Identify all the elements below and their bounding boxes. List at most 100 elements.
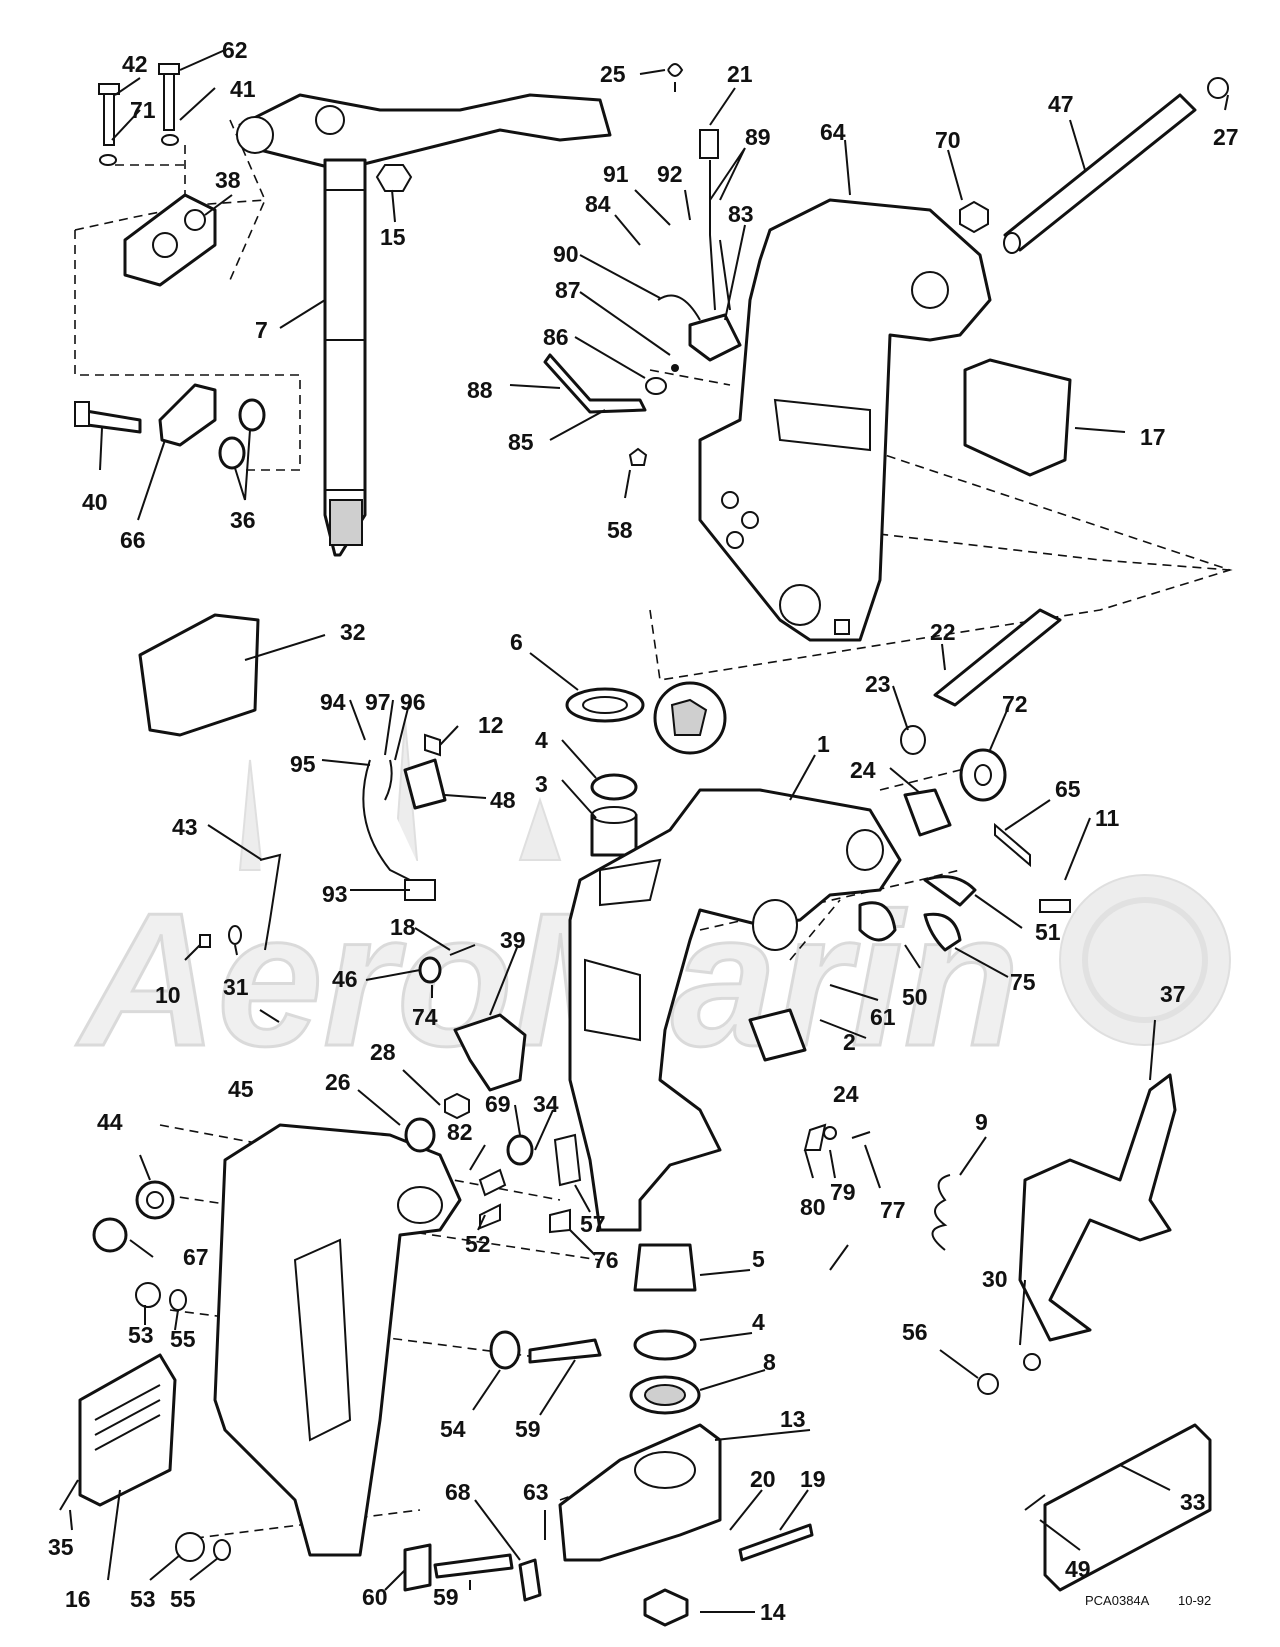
callout-label: 31 (223, 974, 249, 1000)
callout-label: 37 (1160, 981, 1186, 1007)
callout-label: 89 (745, 124, 771, 150)
callout-label: 94 (320, 689, 346, 715)
callout-label: 18 (390, 914, 416, 940)
callout-label: 49 (1065, 1556, 1091, 1582)
callout-label: 57 (580, 1211, 606, 1237)
callout-label: 32 (340, 619, 366, 645)
callout-label: 95 (290, 751, 316, 777)
callout-label: 82 (447, 1119, 473, 1145)
callout-label: 50 (902, 984, 928, 1010)
callout-label: 25 (600, 61, 626, 87)
callout-label: 64 (820, 119, 846, 145)
callout-label: 1 (817, 731, 830, 757)
callout-label: 13 (780, 1406, 806, 1432)
nuts-washers (59, 1180, 1046, 1562)
callout-label: 59 (515, 1416, 541, 1442)
date-code: 10-92 (1178, 1593, 1211, 1608)
callout-label: 77 (880, 1197, 906, 1223)
callout-label: 88 (467, 377, 493, 403)
callout-label: 54 (440, 1416, 466, 1442)
callout-label: 24 (850, 757, 876, 783)
tilt-tube-47 (959, 77, 1229, 254)
callout-label: 6 (510, 629, 523, 655)
callout-labels: 42 62 71 41 38 15 7 40 66 36 25 21 89 91… (48, 37, 1239, 1625)
callout-label: 92 (657, 161, 683, 187)
drawing-code: PCA0384A (1085, 1593, 1150, 1608)
clamp-bracket-45 (213, 1123, 462, 1557)
callout-label: 58 (607, 517, 633, 543)
callout-label: 16 (65, 1586, 91, 1612)
steering-arm-shaft-7 (236, 93, 612, 557)
callout-label: 14 (760, 1599, 786, 1625)
callout-label: 28 (370, 1039, 396, 1065)
callout-label: 71 (130, 97, 156, 123)
callout-label: 80 (800, 1194, 826, 1220)
washer-6-bushing-4-3 (565, 681, 727, 857)
pivot-housing-13 (558, 1243, 722, 1627)
callout-label: 4 (535, 727, 548, 753)
callout-label: 4 (752, 1309, 765, 1335)
callout-label: 47 (1048, 91, 1074, 117)
callout-label: 39 (500, 927, 526, 953)
callout-label: 19 (800, 1466, 826, 1492)
callout-label: 2 (843, 1029, 856, 1055)
clamp-block-38 (123, 193, 217, 287)
pin-22-clip-23-washer-72 (748, 608, 1062, 1062)
bolts-42-62 (98, 63, 180, 166)
callout-label: 68 (445, 1479, 471, 1505)
callout-label: 9 (975, 1109, 988, 1135)
callout-label: 43 (172, 814, 198, 840)
callout-label: 53 (128, 1322, 154, 1348)
callout-label: 91 (603, 161, 629, 187)
callout-label: 70 (935, 127, 961, 153)
callout-label: 41 (230, 76, 256, 102)
callout-label: 52 (465, 1231, 491, 1257)
callout-label: 36 (230, 507, 256, 533)
callout-label: 66 (120, 527, 146, 553)
callout-label: 3 (535, 771, 548, 797)
callout-label: 42 (122, 51, 148, 77)
drawing-reference: PCA0384A 10-92 (1085, 1593, 1211, 1608)
callout-label: 97 (365, 689, 391, 715)
callout-label: 60 (362, 1584, 388, 1610)
cover-16 (78, 1353, 177, 1507)
callout-label: 11 (1095, 805, 1120, 831)
cover-32 (138, 613, 260, 737)
callout-label: 63 (523, 1479, 549, 1505)
callout-label: 93 (322, 881, 348, 907)
callout-label: 87 (555, 277, 581, 303)
callout-label: 51 (1035, 919, 1061, 945)
small-parts-cluster (404, 944, 871, 1234)
callout-label: 72 (1002, 691, 1028, 717)
callout-label: 8 (763, 1349, 776, 1375)
leader-lines (69, 49, 1229, 1613)
callout-label: 45 (228, 1076, 254, 1102)
callout-label: 79 (830, 1179, 856, 1205)
callout-label: 48 (490, 787, 516, 813)
callout-label: 61 (870, 1004, 896, 1030)
callout-label: 55 (170, 1326, 196, 1352)
callout-label: 53 (130, 1586, 156, 1612)
callout-label: 75 (1010, 969, 1036, 995)
callout-label: 21 (727, 61, 753, 87)
callout-label: 83 (728, 201, 754, 227)
swivel-bracket-64 (698, 198, 992, 642)
callout-label: 10 (155, 982, 181, 1008)
trim-sender-assembly (543, 63, 742, 466)
callout-label: 30 (982, 1266, 1008, 1292)
callout-label: 84 (585, 191, 611, 217)
callout-label: 69 (485, 1091, 511, 1117)
cover-17 (963, 358, 1072, 477)
callout-label: 67 (183, 1244, 209, 1270)
callout-label: 26 (325, 1069, 351, 1095)
callout-label: 65 (1055, 776, 1081, 802)
wiring-harness-93 (199, 733, 447, 951)
callout-label: 7 (255, 317, 268, 343)
callout-label: 5 (752, 1246, 765, 1272)
callout-label: 46 (332, 966, 358, 992)
callout-label: 90 (553, 241, 579, 267)
bolt-40-plate-66-washers-36 (74, 383, 266, 470)
callout-label: 40 (82, 489, 108, 515)
callout-label: 59 (433, 1584, 459, 1610)
